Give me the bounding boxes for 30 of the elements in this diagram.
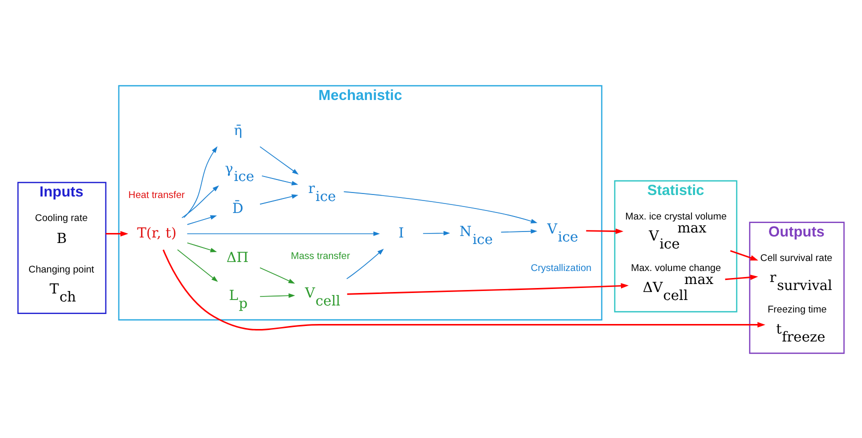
arrow bbox=[177, 248, 218, 282]
arrow bbox=[186, 214, 217, 224]
arrow bbox=[162, 249, 766, 330]
arrow bbox=[182, 184, 219, 218]
arrow bbox=[260, 146, 299, 174]
arrow bbox=[260, 266, 296, 284]
arrow bbox=[106, 230, 128, 236]
arrow bbox=[262, 175, 298, 185]
arrow bbox=[343, 190, 538, 223]
arrow bbox=[730, 250, 758, 260]
arrow bbox=[346, 248, 384, 279]
label: Heat transfer bbox=[128, 190, 185, 201]
arrow bbox=[260, 194, 298, 204]
arrow bbox=[500, 228, 538, 234]
arrow bbox=[725, 274, 758, 280]
arrow bbox=[184, 146, 218, 218]
label: Mass transfer bbox=[290, 250, 350, 262]
node-text: D̄ bbox=[232, 200, 244, 217]
arrow bbox=[422, 230, 450, 236]
node-text: I bbox=[398, 224, 404, 241]
node-text: η̄ bbox=[234, 122, 242, 139]
label: Crystallization bbox=[530, 262, 592, 274]
arrow bbox=[186, 242, 217, 252]
arrow bbox=[186, 230, 380, 236]
node-text: Cooling rate B bbox=[35, 212, 88, 247]
arrow bbox=[347, 282, 629, 294]
arrow bbox=[260, 292, 296, 298]
arrow bbox=[586, 228, 624, 234]
node-text: ΔΠ bbox=[226, 249, 249, 266]
node-text: T(r, t) bbox=[137, 224, 177, 241]
